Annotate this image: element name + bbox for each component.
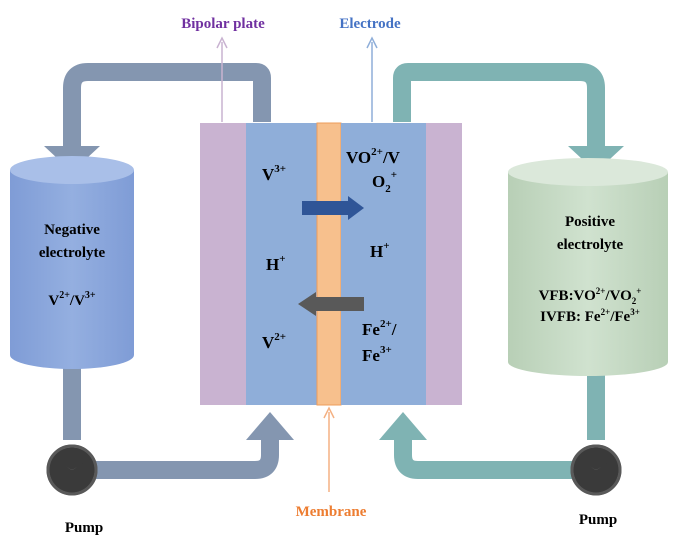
membrane — [316, 122, 342, 406]
cell-stack: V3+ H+ V2+ VO2+/V O2+ H+ Fe2+/ Fe3+ — [200, 122, 462, 406]
positive-tank-label-1: Positive — [565, 214, 615, 230]
ion-arrow-icon — [298, 292, 364, 316]
positive-tank-vfb: VFB:VO2+/VO2+ — [539, 286, 642, 306]
pump-icon — [46, 444, 98, 496]
negative-tank-label-2: electrolyte — [39, 245, 106, 261]
right-species-bottom-2: Fe3+ — [362, 344, 392, 365]
bipolar-plate-label: Bipolar plate — [181, 16, 265, 32]
negative-loop-pipe — [44, 63, 294, 479]
left-species-top: V3+ — [262, 163, 286, 184]
right-bipolar-plate — [426, 123, 462, 405]
left-bipolar-plate — [200, 123, 246, 405]
right-species-bottom-1: Fe2+/ — [362, 318, 397, 339]
ion-arrow-icon — [302, 196, 364, 220]
pump-icon — [570, 444, 622, 496]
right-species-top-1: VO2+/V — [346, 146, 401, 167]
left-pump-label: Pump — [65, 520, 103, 536]
right-electrode — [341, 123, 426, 405]
positive-electrolyte-tank: Positive electrolyte VFB:VO2+/VO2+ IVFB:… — [508, 158, 668, 376]
negative-electrolyte-tank: Negative electrolyte V2+/V3+ — [10, 156, 134, 369]
electrode-callout: Electrode — [339, 16, 401, 122]
left-species-bottom: V2+ — [262, 331, 286, 352]
right-pump-label: Pump — [579, 512, 617, 528]
left-electrode — [246, 123, 317, 405]
electrode-label: Electrode — [339, 16, 401, 32]
right-species-top-2: O2+ — [372, 169, 397, 195]
right-species-mid: H+ — [370, 240, 390, 261]
positive-tank-ivfb: IVFB: Fe2+/Fe3+ — [540, 307, 640, 325]
flow-arrow-icon — [246, 412, 294, 440]
left-species-mid: H+ — [266, 253, 286, 274]
bipolar-plate-callout: Bipolar plate — [181, 16, 265, 122]
membrane-label: Membrane — [296, 504, 367, 520]
flow-arrow-icon — [379, 412, 427, 440]
positive-tank-label-2: electrolyte — [557, 237, 624, 253]
negative-tank-label-1: Negative — [44, 222, 100, 238]
membrane-callout: Membrane — [296, 406, 367, 520]
negative-tank-species: V2+/V3+ — [48, 290, 96, 309]
